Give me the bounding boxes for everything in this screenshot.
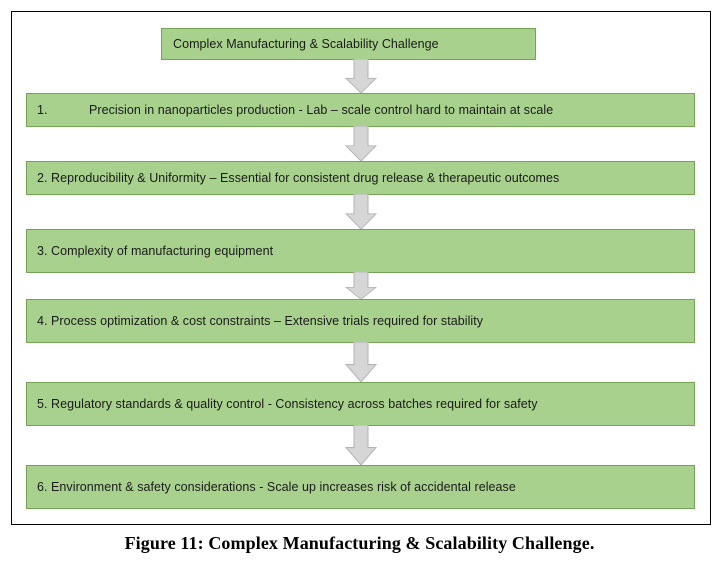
down-arrow-icon-5 <box>343 342 379 383</box>
flow-node-step2[interactable]: 2. Reproducibility & Uniformity – Essent… <box>26 161 695 195</box>
flow-node-step3[interactable]: 3. Complexity of manufacturing equipment <box>26 229 695 273</box>
down-arrow-icon-3 <box>343 194 379 230</box>
flow-node-step5[interactable]: 5. Regulatory standards & quality contro… <box>26 382 695 426</box>
flow-node-step1[interactable]: 1. Precision in nanoparticles production … <box>26 93 695 127</box>
flow-node-step2-label: 2. Reproducibility & Uniformity – Essent… <box>37 170 560 185</box>
down-arrow-icon-1 <box>343 59 379 94</box>
flow-node-root-label: Complex Manufacturing & Scalability Chal… <box>173 36 439 51</box>
flow-node-step4-label: 4. Process optimization & cost constrain… <box>37 313 484 328</box>
flow-node-step6-label: 6. Environment & safety considerations -… <box>37 479 516 494</box>
down-arrow-icon-6 <box>343 425 379 466</box>
flow-node-step3-label: 3. Complexity of manufacturing equipment <box>37 243 274 258</box>
flow-node-step5-label: 5. Regulatory standards & quality contro… <box>37 396 538 411</box>
flow-node-step6[interactable]: 6. Environment & safety considerations -… <box>26 465 695 509</box>
down-arrow-icon-2 <box>343 126 379 162</box>
figure-caption: Figure 11: Complex Manufacturing & Scala… <box>124 533 595 553</box>
flow-node-root[interactable]: Complex Manufacturing & Scalability Chal… <box>161 28 536 60</box>
down-arrow-icon-4 <box>343 272 379 300</box>
flow-node-step1-content: 1. Precision in nanoparticles production … <box>27 103 553 118</box>
flow-node-step1-number: 1. <box>37 102 48 117</box>
flow-node-step1-label: Precision in nanoparticles production - … <box>89 102 554 117</box>
diagram-frame: Complex Manufacturing & Scalability Chal… <box>11 11 711 525</box>
flow-node-step4[interactable]: 4. Process optimization & cost constrain… <box>26 299 695 343</box>
